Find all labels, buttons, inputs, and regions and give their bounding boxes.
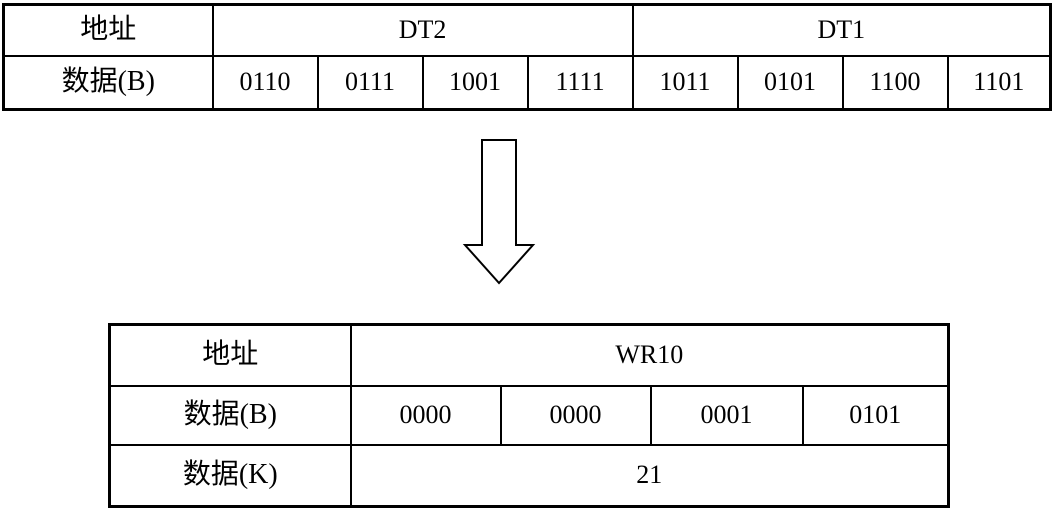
result-data-b-label: 数据(B) [108, 384, 352, 446]
register-dt2-cell: DT2 [211, 3, 634, 57]
wr10-decimal-cell: 21 [349, 443, 950, 508]
source-address-label: 地址 [2, 3, 214, 57]
source-data-label: 数据(B) [2, 54, 214, 111]
wr10-bit-cell: 0001 [649, 384, 804, 446]
source-header-row: 地址 DT2 DT1 [2, 3, 1052, 57]
dt1-bit-cell: 1101 [946, 54, 1052, 111]
result-register-table: 地址 WR10 数据(B) 0000 0000 0001 0101 数据(K) … [108, 323, 951, 508]
dt1-bit-cell: 1100 [841, 54, 949, 111]
down-arrow-icon [462, 139, 536, 285]
wr10-bit-cell: 0000 [349, 384, 502, 446]
dt2-bit-cell: 1111 [526, 54, 634, 111]
dt2-bit-cell: 1001 [421, 54, 529, 111]
wr10-bit-cell: 0000 [499, 384, 652, 446]
result-header-row: 地址 WR10 [108, 323, 950, 387]
result-decimal-row: 数据(K) 21 [108, 443, 950, 508]
register-dt1-cell: DT1 [631, 3, 1052, 57]
result-data-k-label: 数据(K) [108, 443, 352, 508]
dt1-bit-cell: 0101 [736, 54, 844, 111]
result-binary-row: 数据(B) 0000 0000 0001 0101 [108, 384, 950, 446]
dt2-bit-cell: 0110 [211, 54, 319, 111]
wr10-bit-cell: 0101 [801, 384, 950, 446]
source-data-row: 数据(B) 0110 0111 1001 1111 1011 0101 1100… [2, 54, 1052, 111]
dt1-bit-cell: 1011 [631, 54, 739, 111]
register-wr10-cell: WR10 [349, 323, 950, 387]
source-registers-table: 地址 DT2 DT1 数据(B) 0110 0111 1001 1111 101… [2, 3, 1053, 111]
result-address-label: 地址 [108, 323, 352, 387]
dt2-bit-cell: 0111 [316, 54, 424, 111]
